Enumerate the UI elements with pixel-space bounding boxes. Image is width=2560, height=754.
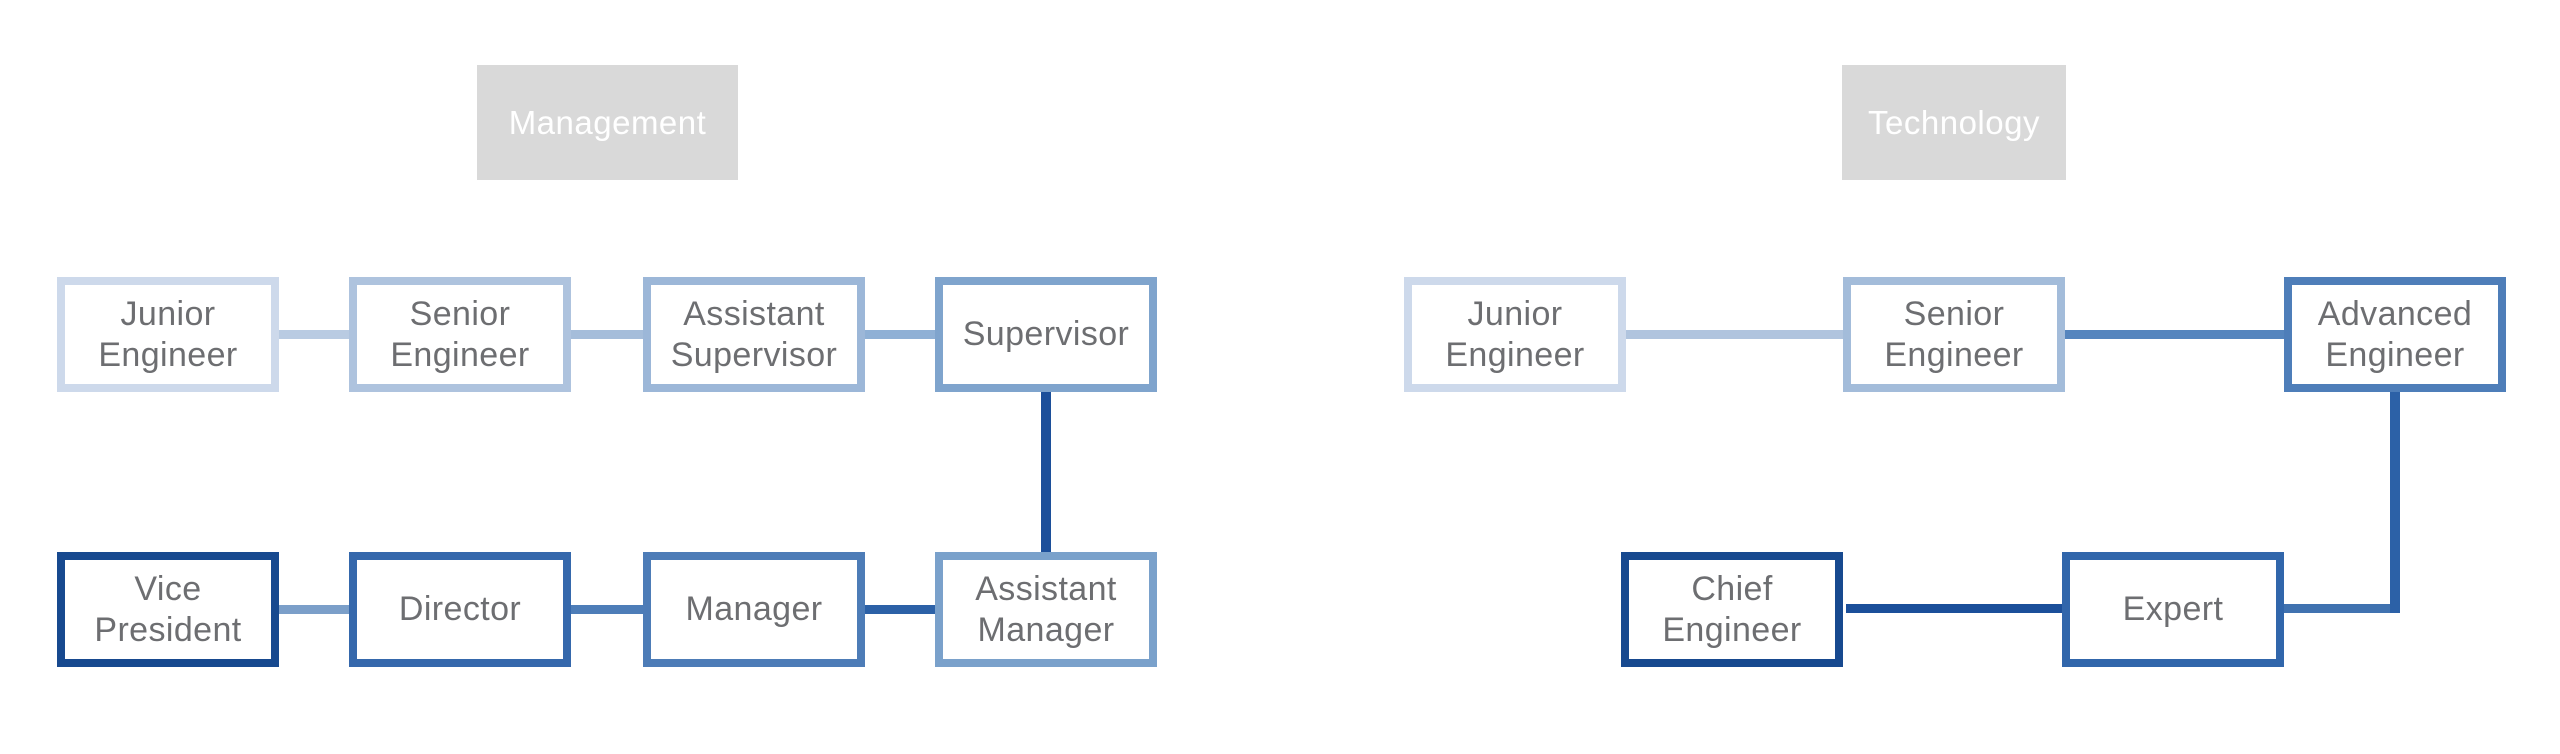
node-supervisor-label: Supervisor xyxy=(962,315,1130,354)
node-expert: Expert xyxy=(2062,552,2284,667)
node-assistant-supervisor-label: Assistant Supervisor xyxy=(670,295,838,374)
node-assistant-manager-label: Assistant Manager xyxy=(975,570,1117,649)
node-assistant-supervisor: Assistant Supervisor xyxy=(643,277,865,392)
node-junior-engineer-tech: Junior Engineer xyxy=(1404,277,1626,392)
node-chief-engineer: Chief Engineer xyxy=(1621,552,1843,667)
node-assistant-manager: Assistant Manager xyxy=(935,552,1157,667)
node-junior-engineer-tech-label: Junior Engineer xyxy=(1445,295,1585,374)
node-manager-label: Manager xyxy=(685,590,823,629)
node-advanced-engineer-label: Advanced Engineer xyxy=(2317,295,2473,374)
link-assistant-manager-manager xyxy=(865,605,935,614)
link-elbow-to-expert xyxy=(2284,604,2390,613)
management-section-label: Management xyxy=(477,65,738,180)
link-supervisor-assistant-manager xyxy=(1041,392,1051,552)
node-chief-engineer-label: Chief Engineer xyxy=(1662,570,1802,649)
node-senior-engineer-tech: Senior Engineer xyxy=(1843,277,2065,392)
node-vice-president: Vice President xyxy=(57,552,279,667)
node-manager: Manager xyxy=(643,552,865,667)
node-director: Director xyxy=(349,552,571,667)
node-expert-label: Expert xyxy=(2122,590,2224,629)
technology-section-label: Technology xyxy=(1842,65,2066,180)
link-senior-advanced xyxy=(2065,330,2284,339)
node-senior-engineer-mgmt: Senior Engineer xyxy=(349,277,571,392)
link-advanced-down xyxy=(2390,392,2400,613)
node-junior-engineer-mgmt-label: Junior Engineer xyxy=(98,295,238,374)
node-junior-engineer-mgmt: Junior Engineer xyxy=(57,277,279,392)
node-senior-engineer-mgmt-label: Senior Engineer xyxy=(390,295,530,374)
node-director-label: Director xyxy=(398,590,522,629)
node-advanced-engineer: Advanced Engineer xyxy=(2284,277,2506,392)
node-senior-engineer-tech-label: Senior Engineer xyxy=(1884,295,2024,374)
link-senior-assistant-supervisor xyxy=(571,330,643,339)
node-supervisor: Supervisor xyxy=(935,277,1157,392)
link-director-vice-president xyxy=(279,605,349,614)
link-junior-senior-tech xyxy=(1626,330,1843,339)
link-assistant-supervisor-supervisor xyxy=(865,330,935,339)
node-vice-president-label: Vice President xyxy=(94,570,242,649)
link-junior-senior-mgmt xyxy=(279,330,349,339)
link-manager-director xyxy=(571,605,643,614)
link-expert-chief xyxy=(1846,604,2062,613)
